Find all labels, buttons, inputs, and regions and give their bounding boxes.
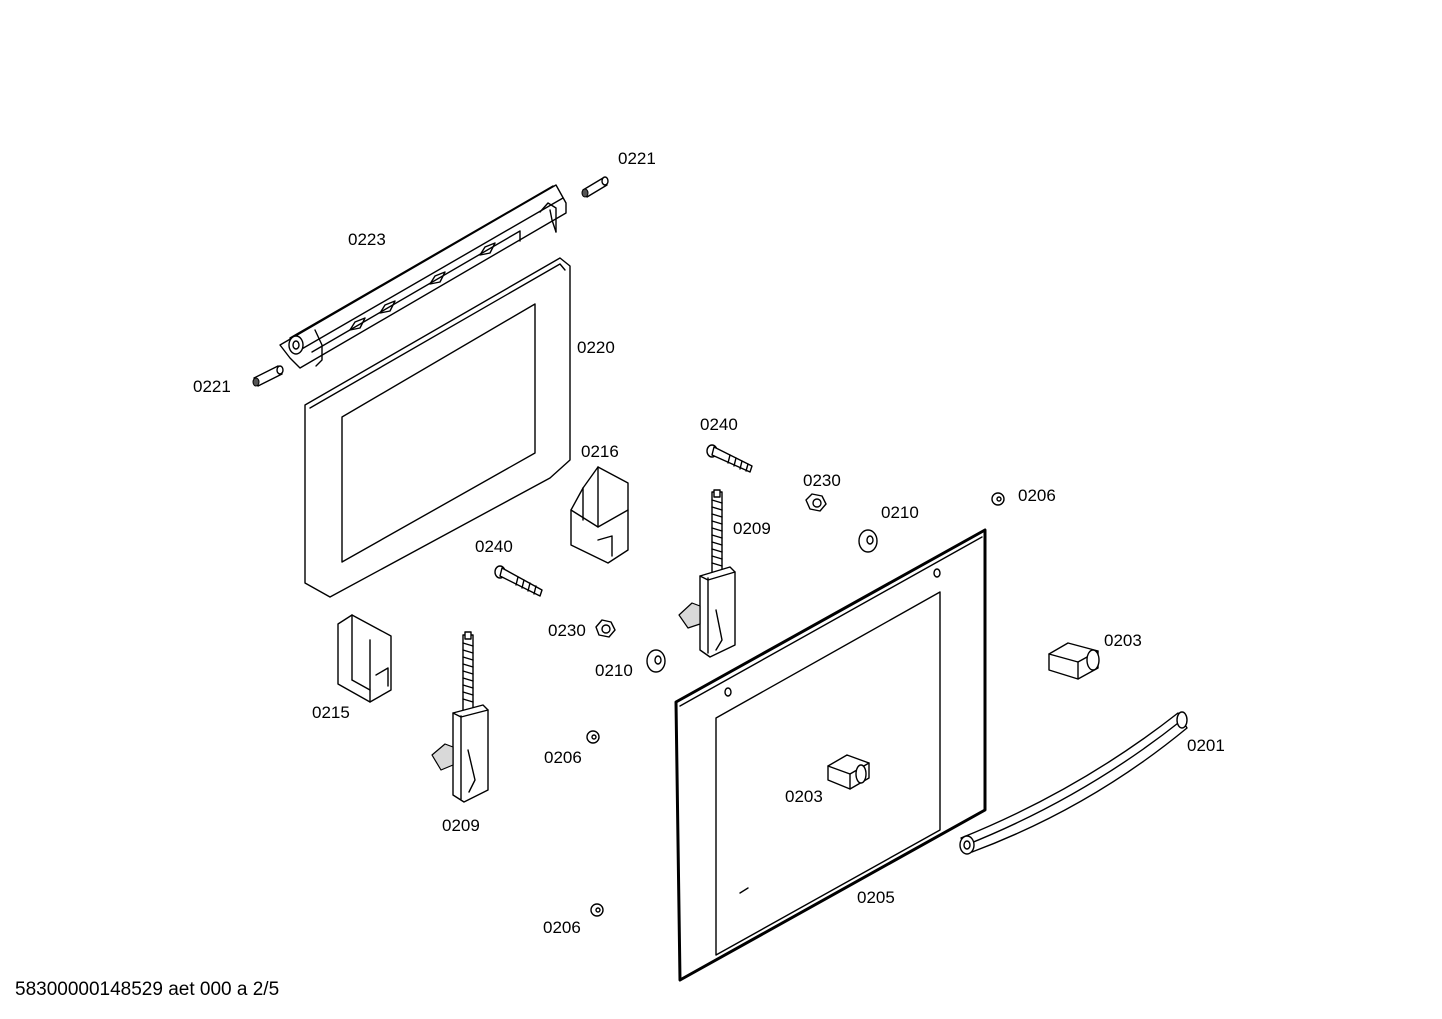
part-0205-outer-door-glass [674,528,987,982]
part-labels: 0221 0223 0220 0221 0216 0240 0230 0210 … [193,149,1225,937]
part-0201-handle-bar [959,711,1188,855]
part-0203-handle-cap-right [1048,642,1100,680]
part-0210-washer-mid [646,649,666,673]
part-0223-top-rail [279,184,567,369]
part-0215-bracket [337,614,392,703]
part-0240-screw-top [706,444,753,473]
label-0205: 0205 [857,888,895,907]
label-0209-left: 0209 [442,816,480,835]
part-0206-nut-bottom [590,903,604,917]
part-0216-bracket [570,466,629,564]
part-0221-pin-left [252,365,284,387]
label-0220: 0220 [577,338,615,357]
part-0221-pin-top [581,176,609,198]
label-0221-left: 0221 [193,377,231,396]
label-0206-mid: 0206 [544,748,582,767]
label-0209-right: 0209 [733,519,771,538]
label-0206-bottom: 0206 [543,918,581,937]
label-0230-mid: 0230 [548,621,586,640]
part-0206-nut-top [991,492,1005,506]
label-0230-top: 0230 [803,471,841,490]
part-0230-nut-top [805,493,827,512]
label-0206-top: 0206 [1018,486,1056,505]
label-0221-top: 0221 [618,149,656,168]
part-0210-washer-top [858,529,878,553]
label-0240-top: 0240 [700,415,738,434]
part-0209-hinge-right [678,489,736,658]
label-0201: 0201 [1187,736,1225,755]
label-0203-right: 0203 [1104,631,1142,650]
part-0203-handle-cap-center [827,754,870,790]
label-0210-top: 0210 [881,503,919,522]
part-0230-nut-mid [595,619,616,638]
part-0209-hinge-left [431,631,489,803]
label-0240-mid: 0240 [475,537,513,556]
label-0210-mid: 0210 [595,661,633,680]
part-0220-inner-frame [304,257,571,598]
document-id: 58300000148529 aet 000 a 2/5 [15,979,280,1000]
label-0203-center: 0203 [785,787,823,806]
part-0240-screw-mid [494,565,543,597]
part-0206-nut-mid [586,730,600,744]
label-0223: 0223 [348,230,386,249]
label-0216: 0216 [581,442,619,461]
label-0215: 0215 [312,703,350,722]
